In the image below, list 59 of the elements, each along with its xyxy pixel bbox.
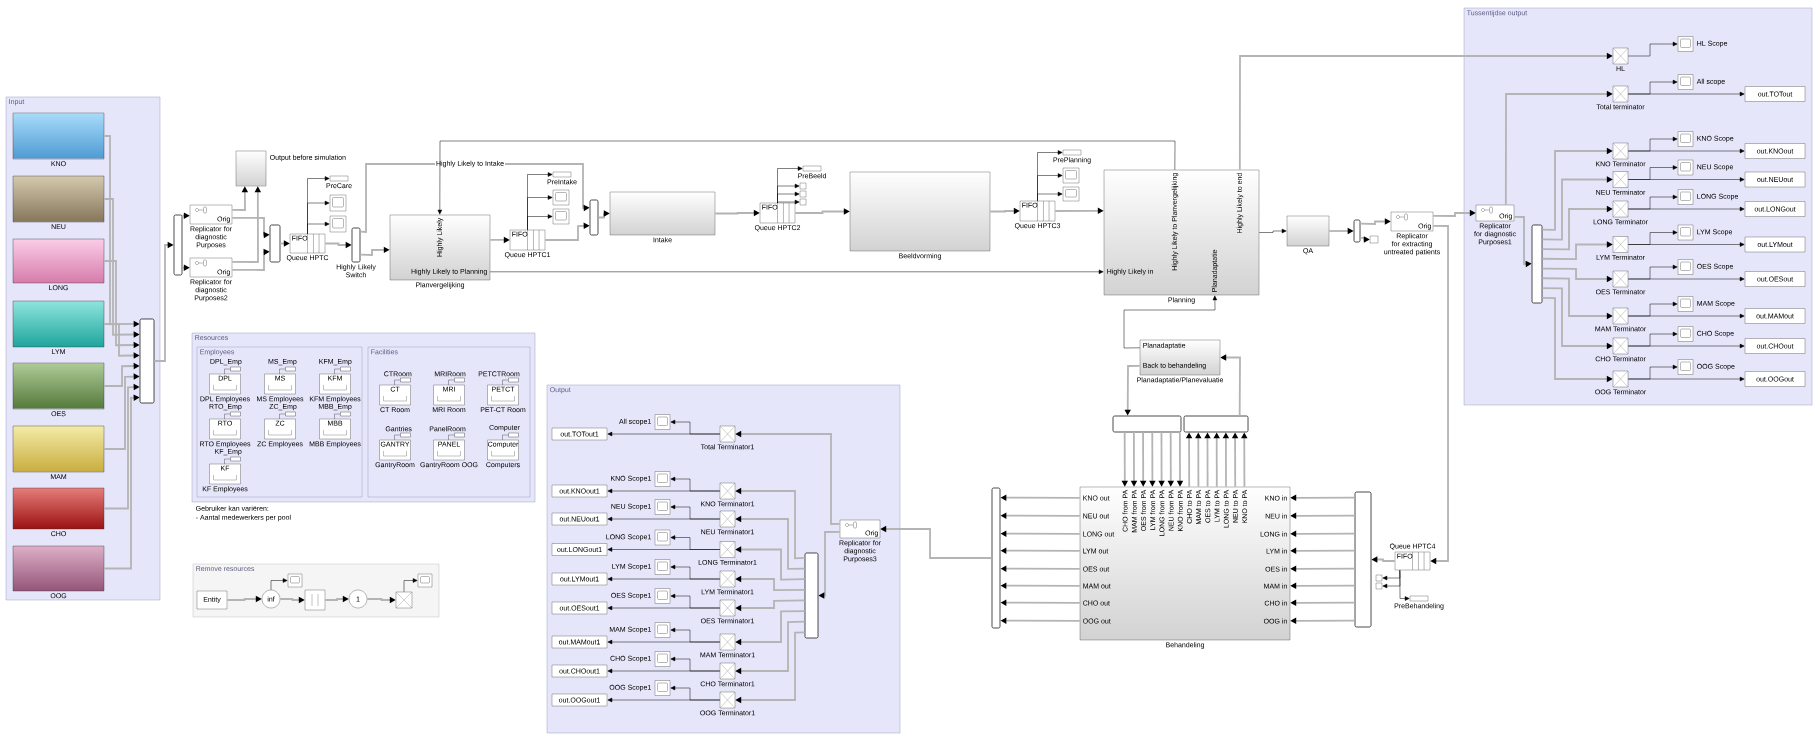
port-block (799, 198, 807, 206)
arrow (607, 697, 721, 703)
bus-block (1112, 415, 1182, 433)
arrow (1627, 148, 1745, 154)
server-block (304, 589, 326, 611)
bus-block (804, 552, 819, 639)
arrow (527, 214, 553, 231)
terminator-block (395, 591, 413, 609)
bus-block (991, 487, 1001, 629)
scope-block (552, 189, 570, 206)
arrow (777, 191, 800, 204)
scope-block (417, 573, 433, 588)
arrow (1627, 276, 1745, 282)
arrow (1037, 191, 1063, 202)
arrow (489, 269, 1104, 274)
arrow (1627, 313, 1745, 319)
scope-block (1062, 186, 1080, 202)
arrow (1382, 569, 1401, 581)
arrow (1627, 242, 1745, 247)
bus-block (1531, 224, 1543, 304)
arrow (1627, 343, 1745, 349)
scope-block (287, 573, 303, 588)
arrow (607, 547, 721, 552)
arrow (1627, 206, 1745, 212)
bus-block (1354, 491, 1372, 628)
port-block (799, 182, 807, 190)
arrow (403, 578, 418, 593)
arrow (270, 578, 288, 591)
port-block (1375, 582, 1383, 590)
port-block (799, 190, 807, 198)
scope-block (329, 194, 347, 212)
bus-block (1353, 219, 1361, 243)
arrow (437, 140, 1176, 215)
port-block (1375, 574, 1383, 582)
arrow (1627, 177, 1745, 182)
arrow (607, 605, 721, 611)
arrow (1627, 91, 1745, 97)
port-block (1369, 235, 1379, 244)
arrow (607, 488, 721, 494)
bus-block (173, 214, 183, 276)
arrow (307, 221, 330, 235)
bus-block (139, 318, 155, 404)
bus-block (589, 199, 599, 236)
arrow (1627, 376, 1745, 382)
scope-block (552, 208, 570, 225)
arrow (777, 199, 800, 205)
arrow (607, 576, 721, 582)
arrow (1627, 41, 1678, 57)
arrow (607, 431, 721, 437)
arrow (1258, 228, 1287, 234)
arrow (607, 668, 721, 674)
arrow (1123, 295, 1218, 349)
arrow (607, 516, 721, 522)
bus-block (1183, 415, 1249, 433)
bus-block (269, 224, 281, 263)
scope-block (329, 215, 347, 233)
arrow (1382, 569, 1401, 589)
scope-block (1062, 167, 1080, 184)
arrow (607, 639, 721, 645)
